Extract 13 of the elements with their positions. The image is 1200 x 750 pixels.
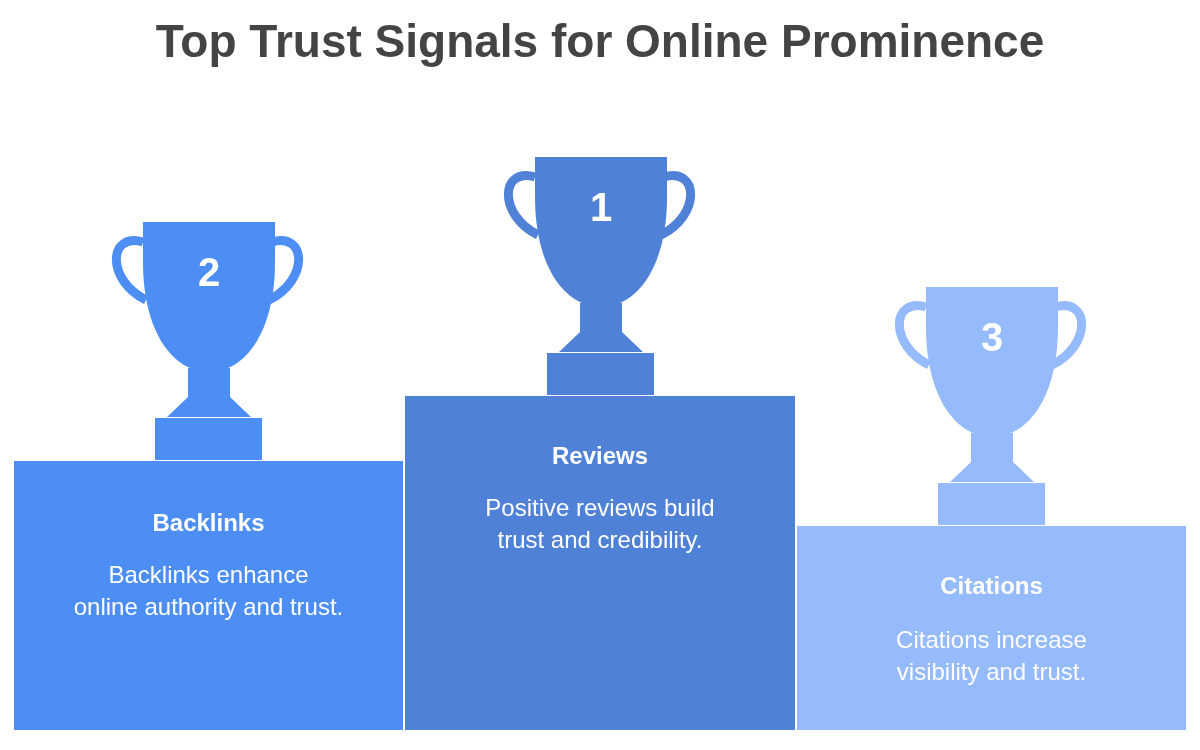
rank-number: 3 bbox=[979, 315, 1005, 359]
podium-block bbox=[797, 526, 1186, 730]
podium-title: Reviews bbox=[550, 442, 650, 470]
podium-title: Backlinks bbox=[151, 509, 266, 537]
title: Top Trust Signals for Online Prominence bbox=[154, 14, 1046, 68]
podium-block bbox=[405, 396, 795, 730]
podium-block bbox=[14, 461, 403, 730]
rank-number: 2 bbox=[196, 250, 222, 294]
rank-number: 1 bbox=[588, 185, 614, 229]
podium-description: Backlinks enhance online authority and trust. bbox=[73, 560, 344, 622]
podium-description: Positive reviews build trust and credibility. bbox=[484, 493, 716, 555]
podium-title: Citations bbox=[939, 572, 1044, 600]
podium-description: Citations increase visibility and trust. bbox=[895, 625, 1088, 687]
